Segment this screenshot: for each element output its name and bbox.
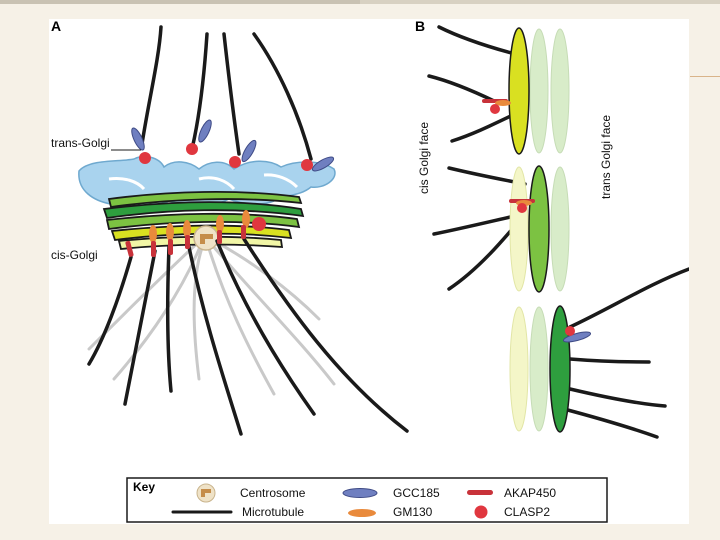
key-gcc185-label: GCC185 xyxy=(393,486,440,500)
key-clasp2-label: CLASP2 xyxy=(504,505,550,519)
trans-face-label: trans Golgi face xyxy=(599,115,613,199)
trans-golgi-proteins xyxy=(131,119,335,172)
stack-1 xyxy=(427,25,570,155)
cis-face-label: cis Golgi face xyxy=(417,122,431,194)
figure-panel: A xyxy=(49,19,689,524)
key-microtubule-label: Microtubule xyxy=(242,505,304,519)
panel-b: B cis Golgi face trans Golgi face xyxy=(415,19,689,439)
panel-a-label: A xyxy=(51,19,61,34)
golgi-diagram: A xyxy=(51,19,689,523)
cis-golgi-proteins xyxy=(125,210,266,257)
trans-golgi-label: trans-Golgi xyxy=(51,136,110,150)
gm130-icon xyxy=(348,509,376,517)
microtubules-bottom xyxy=(87,237,409,436)
key-title: Key xyxy=(133,480,155,494)
microtubules-top xyxy=(140,25,313,161)
key-centrosome-label: Centrosome xyxy=(240,486,306,500)
panel-b-label: B xyxy=(415,19,425,34)
key-akap450-label: AKAP450 xyxy=(504,486,556,500)
clasp2-icon xyxy=(474,505,488,519)
stack-2 xyxy=(432,165,570,293)
panel-a: A xyxy=(51,19,409,436)
slide-accent-line xyxy=(690,76,720,77)
centrosome xyxy=(193,225,219,251)
centrosome-icon xyxy=(196,483,216,503)
cis-golgi-label: cis-Golgi xyxy=(51,248,98,262)
gcc185-icon xyxy=(342,488,378,498)
key-box: Key Centrosome GCC185 AKAP450 Microtubul… xyxy=(126,477,608,523)
key-gm130-label: GM130 xyxy=(393,505,433,519)
slide-top-bar-right xyxy=(360,0,720,4)
slide-top-bar-left xyxy=(0,0,360,4)
akap450-icon xyxy=(467,490,493,495)
stack-3 xyxy=(509,267,689,439)
